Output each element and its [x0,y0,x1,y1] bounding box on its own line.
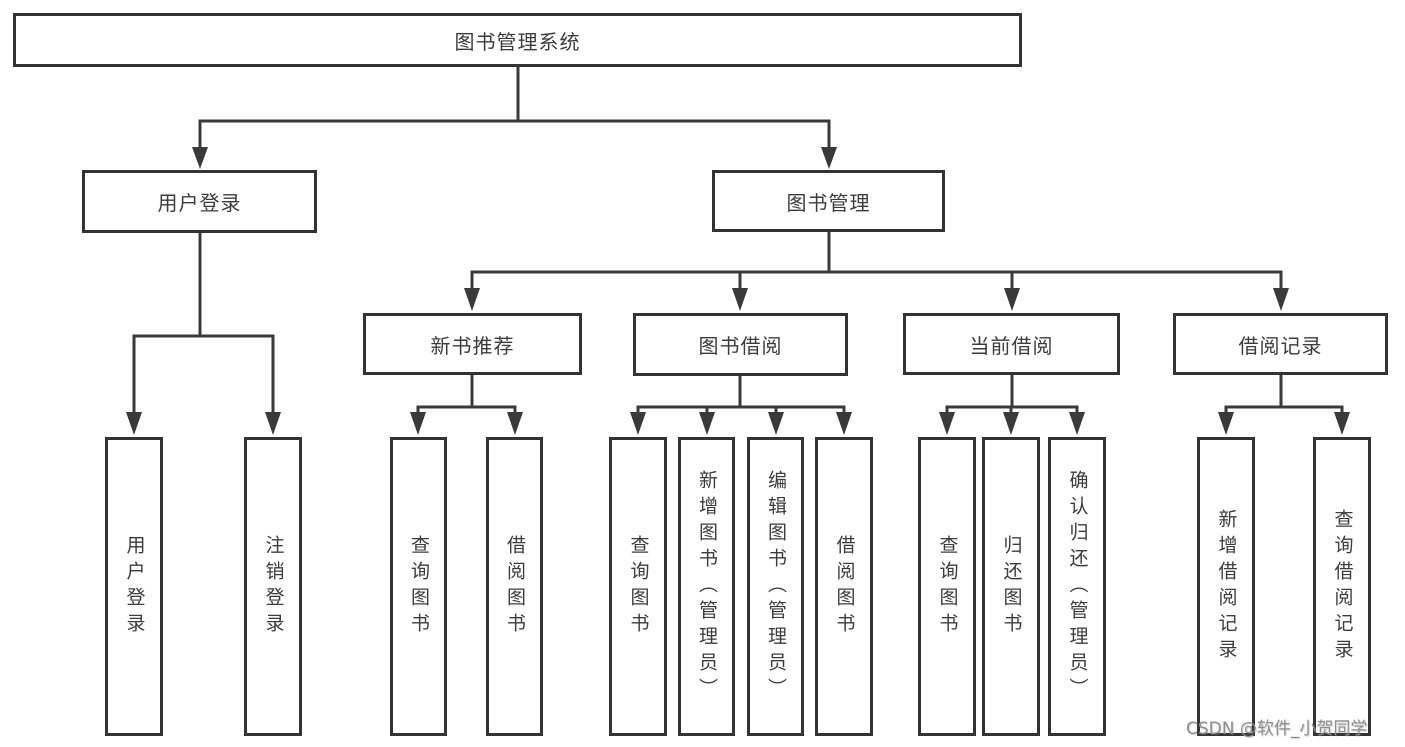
node-book-management: 图书管理 [712,170,945,232]
node-current-borrowing-label: 当前借阅 [969,333,1054,358]
arrowheads [126,147,1350,435]
connector-root-to-level2 [198,65,831,151]
node-leaf-borrow-books-rec: 借阅图书 [486,437,543,736]
node-user-login: 用户登录 [82,170,317,233]
node-leaf-confirm-return-admin-label: 确认归还（管理员） [1066,469,1089,704]
csdn-watermark: CSDN @软件_小贺同学 [1186,719,1368,739]
node-leaf-query-books-borrow: 查询图书 [609,437,667,736]
connector-user-login-to-leaves [132,231,275,416]
node-leaf-query-books-rec: 查询图书 [390,437,447,736]
node-leaf-borrow-books-rec-label: 借阅图书 [504,534,526,639]
node-root-label: 图书管理系统 [454,29,581,54]
node-leaf-confirm-return-admin: 确认归还（管理员） [1048,437,1106,736]
connector-book-management-to-level3 [470,230,1283,292]
node-leaf-user-login-label: 用户登录 [123,534,146,639]
connector-current-borrowing-to-leaves [945,373,1079,416]
node-leaf-borrow-books-borrow-label: 借阅图书 [833,534,856,639]
node-book-management-label: 图书管理 [786,190,871,215]
node-new-book-recommendation: 新书推荐 [363,313,582,375]
node-leaf-user-login: 用户登录 [105,437,163,736]
node-leaf-add-borrow-record: 新增借阅记录 [1197,437,1255,736]
node-leaf-add-borrow-record-label: 新增借阅记录 [1215,508,1238,665]
node-root: 图书管理系统 [13,13,1022,67]
node-leaf-return-books-label: 归还图书 [1000,534,1023,639]
node-borrowing-records: 借阅记录 [1173,313,1388,375]
node-leaf-query-books-current-label: 查询图书 [936,534,959,639]
node-current-borrowing: 当前借阅 [903,313,1120,375]
connector-new-book-to-leaves [416,373,517,416]
node-leaf-query-books-borrow-label: 查询图书 [627,534,650,639]
node-leaf-query-books-current: 查询图书 [918,437,976,736]
node-book-borrowing: 图书借阅 [633,313,848,376]
node-leaf-query-books-rec-label: 查询图书 [408,534,430,639]
connector-book-borrowing-to-leaves [636,374,846,416]
connector-borrowing-records-to-leaves [1224,373,1344,416]
node-leaf-query-borrow-record: 查询借阅记录 [1313,437,1371,736]
node-leaf-add-books-admin-label: 新增图书（管理员） [696,469,718,704]
node-leaf-logout-label: 注销登录 [262,534,285,639]
node-borrowing-records-label: 借阅记录 [1238,333,1323,358]
node-new-book-recommendation-label: 新书推荐 [430,333,515,358]
node-leaf-query-borrow-record-label: 查询借阅记录 [1331,508,1354,665]
node-leaf-edit-books-admin-label: 编辑图书（管理员） [765,469,787,704]
node-leaf-edit-books-admin: 编辑图书（管理员） [747,437,804,736]
node-leaf-logout: 注销登录 [244,437,302,736]
node-book-borrowing-label: 图书借阅 [698,334,783,358]
node-leaf-add-books-admin: 新增图书（管理员） [678,437,735,736]
node-leaf-borrow-books-borrow: 借阅图书 [815,437,873,736]
node-leaf-return-books: 归还图书 [982,437,1040,736]
node-user-login-label: 用户登录 [157,191,242,215]
